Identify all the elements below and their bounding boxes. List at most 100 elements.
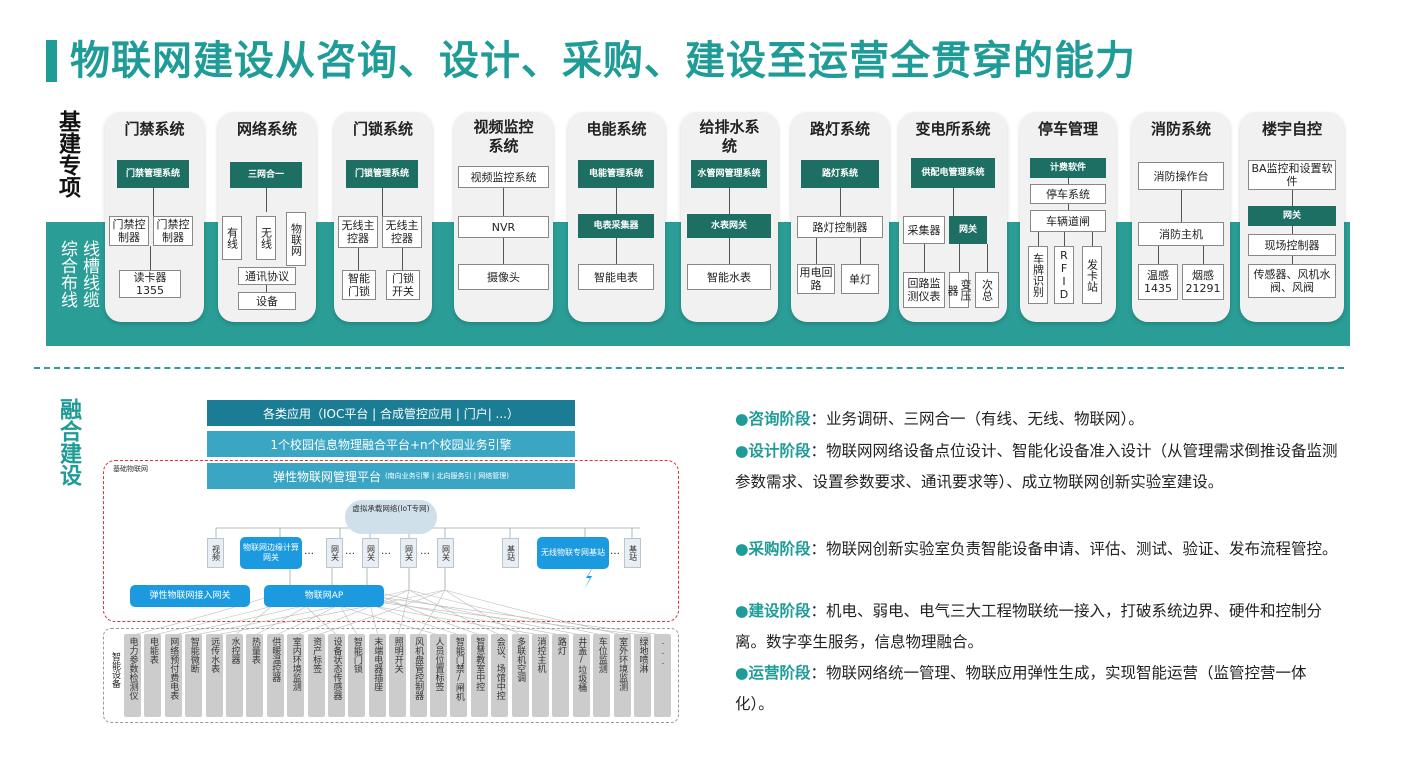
system-box: 消防主机: [1138, 222, 1224, 246]
system-box: 单灯: [841, 264, 879, 294]
system-box: 路灯控制器: [797, 216, 883, 238]
gateway-node-1: 网关: [326, 538, 343, 568]
device-22: 井盖/垃圾桶: [572, 634, 590, 717]
connector-line: [959, 244, 960, 272]
system-box: 读卡器1355: [119, 270, 181, 298]
device-19: 多联机空调: [511, 634, 529, 717]
connector-line: [150, 246, 151, 270]
bullet-dot: ●: [735, 410, 749, 428]
system-box: 停车系统: [1030, 184, 1106, 204]
connector-line: [860, 238, 861, 264]
edge-gateway: 物联网边缘计算网关: [240, 537, 302, 569]
connector-line: [402, 248, 403, 270]
label-infra: 基建专项: [55, 110, 80, 198]
fan-line: [408, 589, 603, 635]
mgmt-box: 供配电管理系统: [911, 158, 995, 188]
connector-line: [1068, 204, 1069, 210]
mgmt-box: 电能管理系统: [578, 160, 654, 188]
base-station-1: 基站: [502, 538, 519, 568]
mgmt-box: 门锁管理系统: [346, 160, 418, 188]
system-title: 路灯系统: [809, 120, 870, 138]
base-station-2: 基站: [624, 538, 641, 568]
layer-platform: 1个校园信息物理融合平台+n个校园业务引擎: [207, 431, 575, 457]
system-box: 电表采集器: [578, 214, 654, 238]
system-box: 智能门锁: [342, 270, 376, 300]
system-box: 用电回路: [797, 264, 835, 294]
system-box: 网关: [949, 216, 987, 244]
system-box: 发卡站: [1082, 246, 1102, 304]
stage-bullet-2: ●采购阶段：物联网创新实验室负责智能设备申请、评估、测试、验证、发布流程管控。: [735, 534, 1345, 565]
stage-name: 运营阶段: [748, 664, 811, 682]
stage-text: ：物联网络统一管理、物联应用弹性生成，实现智能运营（监管控营一体化）。: [735, 664, 1307, 713]
device-16: 智能门禁/闸机: [450, 634, 468, 717]
dots-1: …: [304, 546, 314, 557]
gateway-node-4: 网关: [437, 538, 454, 568]
mgmt-box: 消防操作台: [1138, 162, 1224, 190]
connector-line: [503, 238, 504, 264]
mgmt-box: 计费软件: [1030, 158, 1106, 178]
stage-name: 采购阶段: [748, 540, 811, 558]
connector-line: [924, 244, 925, 272]
connector-line: [1292, 190, 1293, 206]
connector-line: [1292, 226, 1293, 234]
system-title: 门禁系统: [124, 120, 185, 138]
connector-line: [616, 238, 617, 264]
stage-text: ：物联网网络设备点位设计、智能化设备准入设计（从管理需求倒推设备监测参数需求、设…: [735, 442, 1338, 491]
system-box: 门禁控制器: [109, 216, 149, 246]
devices-frame: [103, 628, 679, 723]
connector-line: [1068, 178, 1069, 184]
device-10: 设备状态传感器: [328, 634, 345, 717]
system-title: 楼宇自控: [1261, 120, 1322, 138]
elastic-platform-sub: (南向业务引擎 | 北向服务引 | 网络管理): [384, 472, 510, 480]
system-box: 次总: [975, 272, 999, 308]
stage-name: 设计阶段: [748, 442, 811, 460]
device-7: 供暖温控器: [266, 634, 284, 717]
connector-line: [1203, 246, 1204, 264]
mgmt-box: 三网合一: [230, 162, 302, 188]
gateway-node-2: 网关: [362, 538, 379, 568]
system-card-1: 网络系统三网合一有线无线物联网通讯协议设备: [218, 112, 316, 322]
access-gateway: 弹性物联网接入网关: [130, 585, 250, 607]
system-box: 传感器、风机水阀、风阀: [1248, 264, 1336, 298]
stage-name: 建设阶段: [748, 602, 811, 620]
device-9: 资产标签: [307, 634, 325, 717]
mgmt-box: 水管网管理系统: [691, 160, 767, 188]
video-node: 视频: [207, 538, 224, 568]
system-box: 回路监测仪表: [903, 272, 945, 308]
device-11: 智能门锁: [348, 634, 366, 717]
elastic-platform-main: 弹性物联网管理平台: [272, 469, 381, 484]
dots-4: …: [420, 546, 430, 557]
stage-bullet-3: ●建设阶段：机电、弱电、电气三大工程物联统一接入，打破系统边界、硬件和控制分离。…: [735, 596, 1345, 658]
system-box: 通讯协议: [238, 267, 296, 285]
connector-line: [1064, 232, 1065, 246]
fan-line: [214, 589, 446, 635]
connector-line: [1181, 190, 1182, 222]
system-title: 网络系统: [236, 120, 297, 138]
bullet-dot: ●: [735, 442, 749, 460]
stage-text: ：物联网创新实验室负责智能设备申请、评估、测试、验证、发布流程管控。: [810, 540, 1338, 558]
system-box: 设备: [238, 292, 296, 310]
system-box: 智能电表: [578, 264, 654, 290]
system-box: 水表网关: [687, 214, 771, 238]
system-card-7: 变电所系统供配电管理系统采集器网关回路监测仪表变压器次总: [899, 112, 1007, 322]
system-title: 电能系统: [586, 120, 647, 138]
device-18: 会议、场馆中控: [491, 634, 509, 717]
page-title: 物联网建设从咨询、设计、采购、建设至运营全贯穿的能力: [70, 38, 1136, 84]
connector-line: [266, 188, 267, 212]
system-box: 物联网: [286, 212, 306, 266]
dots-2: …: [345, 546, 355, 557]
device-23: 车位监测: [593, 634, 611, 717]
system-box: 智能水表: [687, 264, 771, 290]
connector-line: [987, 244, 988, 272]
iot-ap: 物联网AP: [264, 585, 384, 607]
mgmt-box: BA监控和设置软件: [1248, 160, 1336, 190]
connector-line: [616, 188, 617, 214]
device-8: 室内环境监测: [287, 634, 305, 717]
device-20: 消控主机: [532, 634, 549, 717]
system-box: 摄像头: [458, 264, 549, 290]
fan-line: [418, 589, 446, 635]
layer-elastic-platform: 弹性物联网管理平台 (南向业务引擎 | 北向服务引 | 网络管理): [207, 463, 575, 489]
smart-devices-label: 智能设备: [110, 652, 120, 688]
